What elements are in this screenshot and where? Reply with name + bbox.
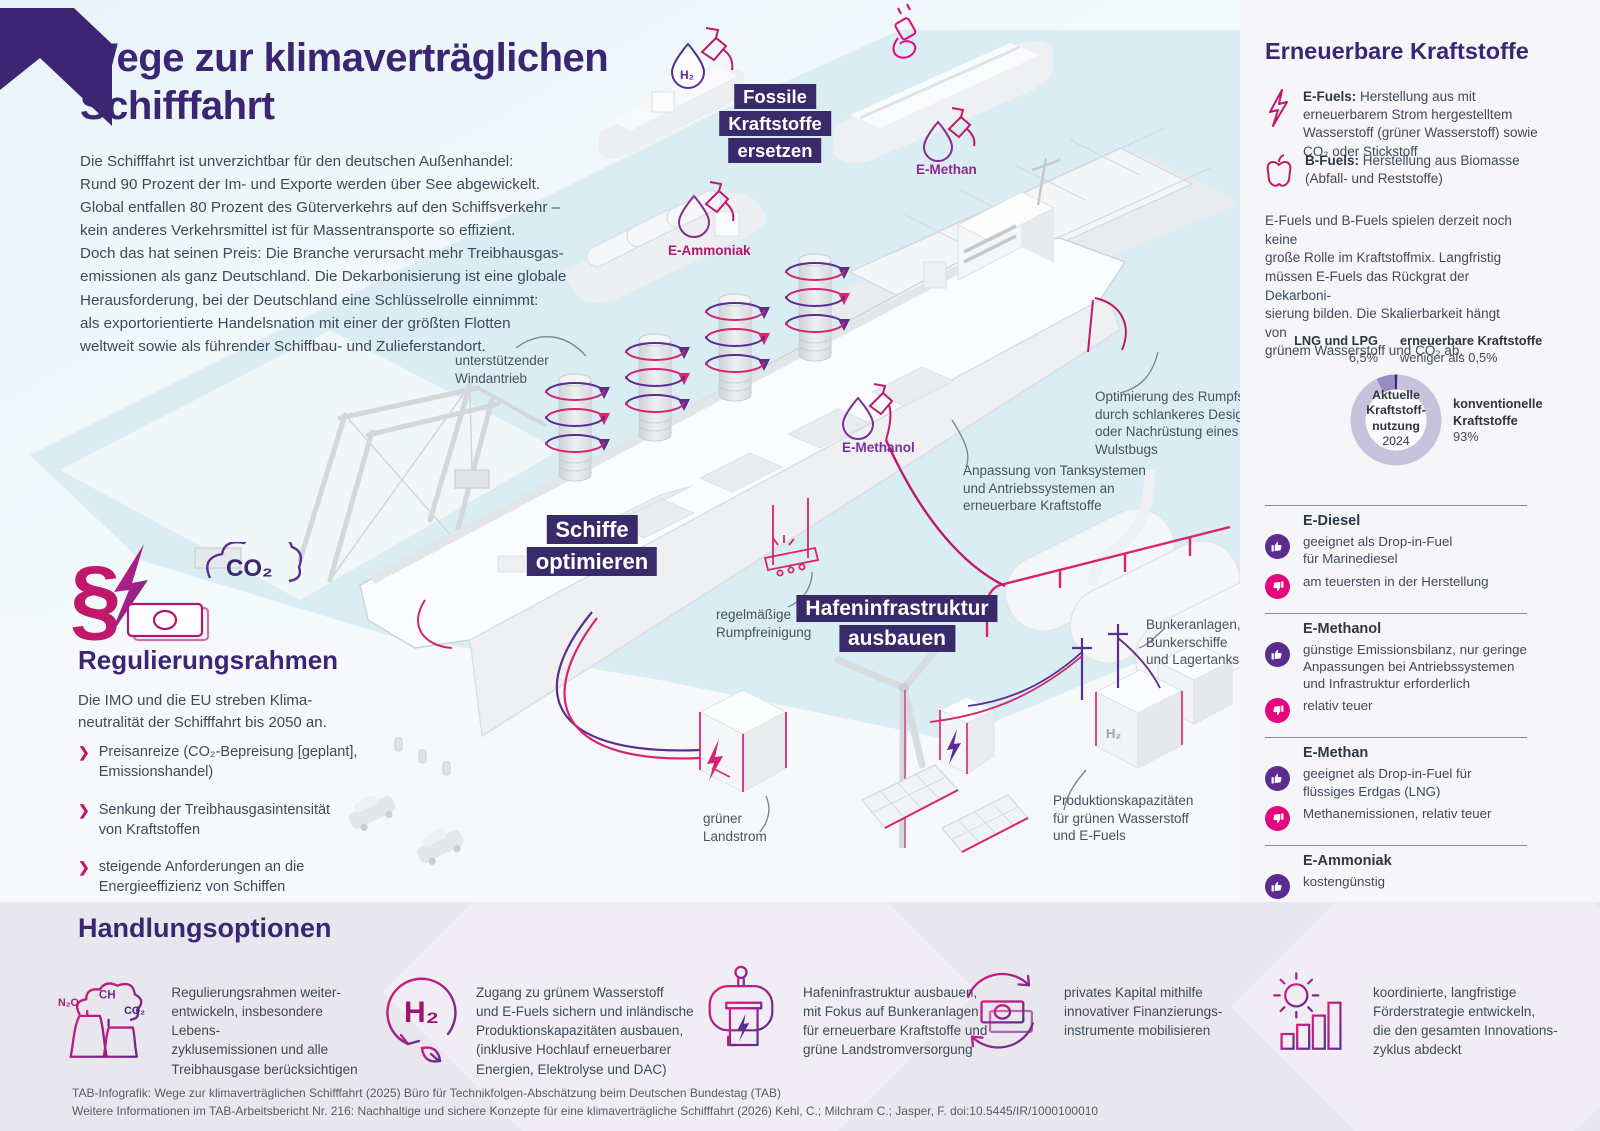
- footer-reference-line: Weitere Informationen im TAB-Arbeitsberi…: [72, 1104, 1099, 1118]
- regulation-bullet: ❯ steigende Anforderungen an die Energie…: [78, 857, 408, 898]
- factory-emissions-icon: N₂O CH CO₂: [58, 982, 145, 1058]
- thumbs-up-icon: [1265, 534, 1290, 568]
- hydrogen-storage: H₂: [1094, 642, 1234, 769]
- regulation-icon: § CO₂: [70, 542, 303, 642]
- svg-text:CO₂: CO₂: [124, 1005, 145, 1017]
- container-crane: [194, 382, 547, 583]
- action-item-funding-strategy: koordinierte, langfristige Förderstrateg…: [1265, 955, 1575, 1067]
- apple-core-icon: [1266, 154, 1292, 187]
- page-title: Wege zur klimaverträglichen Schifffahrt: [80, 36, 609, 128]
- money-cycle-icon: [967, 972, 1034, 1049]
- label-production-capacity: Produktionskapazitäten für grünen Wasser…: [1053, 793, 1194, 844]
- corner-ribbon: [0, 8, 112, 126]
- svg-text:N₂O: N₂O: [58, 997, 79, 1009]
- gear-chart-icon: [1271, 972, 1351, 1050]
- shore-power-box: [698, 689, 788, 793]
- thumbs-down-icon: [1265, 698, 1290, 724]
- label-shore-power: grüner Landstrom: [703, 811, 767, 844]
- badge-expand-port: Hafeninfrastruktur ausbauen: [796, 594, 998, 655]
- regulation-bullet: ❯ Senkung der Treibhausgasintensität von…: [78, 800, 408, 841]
- co2-cloud-icon: CO₂: [206, 542, 303, 583]
- svg-text:H₂: H₂: [404, 996, 439, 1029]
- renewable-fuels-panel: Erneuerbare Kraftstoffe E-Fuels: Herstel…: [1240, 0, 1600, 972]
- action-item-regulation: N₂O CH CO₂ Regulierungsrahmen weiter- en…: [58, 955, 370, 1079]
- shore-power-cables: [555, 611, 701, 760]
- thumbs-up-icon: [1265, 641, 1290, 693]
- efuels-paragraph: E-Fuels und B-Fuels spielen derzeit noch…: [1265, 213, 1512, 359]
- lightning-icon: [110, 544, 148, 636]
- ship-electric: [832, 41, 1053, 164]
- bunkering-station-icon: [708, 965, 774, 1047]
- regulation-list: ❯ Preisanreize (CO₂-Bepreisung [geplant]…: [78, 742, 408, 915]
- methanol-droplet-icon: [841, 383, 894, 441]
- regulation-heading: Regulierungsrahmen: [78, 645, 339, 675]
- bfuels-definition: B-Fuels: Herstellung aus Biomasse (Abfal…: [1265, 152, 1543, 190]
- svg-text:CO₂: CO₂: [226, 555, 273, 582]
- label-bunker-facilities: Bunkeranlagen, Bunkerschiffe und Lagerta…: [1146, 617, 1241, 668]
- h2-box-label: H₂: [1106, 726, 1121, 741]
- thumbs-up-icon: [1265, 873, 1290, 899]
- thumbs-up-icon: [1265, 766, 1290, 800]
- hull-cleaning-robot: [763, 498, 820, 577]
- fuel-item-e-methan: E-Methan geeignet als Drop-in-Fuel für f…: [1265, 737, 1527, 845]
- label-e-ammoniak: E-Ammoniak: [668, 243, 751, 258]
- regulation-bullet: ❯ Preisanreize (CO₂-Bepreisung [geplant]…: [78, 742, 408, 783]
- paragraph-icon: §: [70, 548, 121, 642]
- label-hull-optimization: Optimierung des Rumpfs durch schlankeres…: [1095, 389, 1251, 457]
- chevron-right-icon: ❯: [78, 744, 90, 760]
- badge-optimize-ships: Schiffe optimieren: [526, 514, 658, 578]
- ship-hydrogen: [598, 66, 744, 159]
- cargo-ship: [359, 157, 1127, 738]
- port-illustration: H₂: [0, 3, 1240, 902]
- svg-text:CH: CH: [99, 988, 116, 1001]
- label-e-methanol: E-Methanol: [842, 440, 915, 455]
- footer-source-line: TAB-Infografik: Wege zur klimaverträglic…: [72, 1086, 782, 1100]
- hydrogen-cycle-icon: H₂: [386, 977, 457, 1063]
- bunkering-hose: [884, 439, 1006, 588]
- efuels-definition: E-Fuels: Herstellung aus mit erneuerbare…: [1265, 88, 1541, 161]
- fuel-mix-donut-chart: [1350, 374, 1442, 466]
- power-lines: [929, 624, 1161, 723]
- banknote-icon: [126, 602, 210, 642]
- label-wind-assist: unterstützender Windantrieb: [455, 353, 549, 386]
- action-item-private-capital: privates Kapital mithilfe innovativer Fi…: [953, 955, 1241, 1067]
- shore-land: [0, 620, 1240, 902]
- lightning-icon: [1269, 89, 1288, 127]
- methane-droplet-icon: [922, 107, 976, 162]
- ammonia-droplet-icon: [677, 181, 735, 238]
- action-item-hydrogen: H₂ Zugang zu grünem Wasserstoff und E-Fu…: [378, 955, 726, 1079]
- chevron-right-icon: ❯: [78, 859, 90, 876]
- electric-plug-icon: [892, 3, 917, 59]
- thumbs-down-icon: [1265, 805, 1290, 831]
- svg-text:H₂: H₂: [680, 68, 694, 82]
- chevron-right-icon: ❯: [78, 801, 90, 818]
- vehicles: [349, 737, 464, 865]
- actions-heading: Handlungsoptionen: [78, 913, 332, 943]
- thumbs-down-icon: [1265, 573, 1290, 599]
- fuel-dispenser: [938, 696, 996, 775]
- fuel-item-e-diesel: E-Diesel geeignet als Drop-in-Fuel für M…: [1265, 505, 1527, 613]
- intro-paragraph: Die Schifffahrt ist unverzichtbar für de…: [80, 153, 567, 355]
- actions-band: [0, 902, 1600, 1131]
- label-e-methan: E-Methan: [916, 162, 977, 177]
- hydrogen-droplet-icon: H₂: [670, 27, 734, 89]
- regulation-intro: Die IMO und die EU streben Klima- neutra…: [78, 692, 327, 731]
- label-hull-cleaning: regelmäßige Rumpfreinigung: [716, 607, 812, 640]
- label-connectors: [515, 336, 1166, 833]
- badge-replace-fossil-fuels: Fossile Kraftstoffe ersetzen: [719, 84, 831, 164]
- action-item-port-infrastructure: Hafeninfrastruktur ausbauen, mit Fokus a…: [695, 955, 1013, 1067]
- fuel-item-e-methanol: E-Methanol günstige Emissionsbilanz, nur…: [1265, 612, 1527, 738]
- solar-panels: [860, 764, 1030, 853]
- label-tank-systems: Anpassung von Tanksystemen und Antriebss…: [963, 463, 1146, 514]
- sidebar-heading: Erneuerbare Kraftstoffe: [1265, 38, 1529, 64]
